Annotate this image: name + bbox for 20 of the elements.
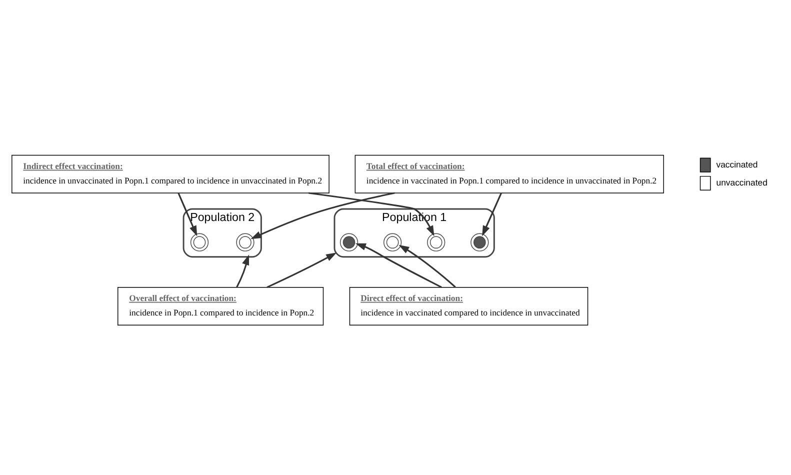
node-box: Total effect of vaccination: incidence in vaccinated in Popn.1 compared to incidence in unvaccinated in Popn.2 bbox=[354, 154, 664, 193]
legend-label: unvaccinated bbox=[716, 176, 767, 187]
arrow bbox=[250, 192, 394, 239]
node-box: Overall effect of vaccination: incidence in Popn.1 compared to incidence in Popn.2 bbox=[117, 286, 324, 325]
arrow bbox=[308, 192, 434, 236]
arrow bbox=[354, 242, 442, 288]
legend-label: vaccinated bbox=[716, 158, 758, 169]
node-circle bbox=[339, 232, 358, 251]
arrow bbox=[398, 244, 456, 288]
node-circle bbox=[190, 232, 208, 251]
arrow bbox=[266, 252, 336, 288]
node-box: Direct effect of vaccination: incidence in vaccinated compared to incidence in unvaccinated bbox=[348, 286, 588, 325]
arrow bbox=[177, 192, 197, 236]
arrow bbox=[482, 192, 502, 236]
node-circle bbox=[236, 232, 254, 251]
node-circle bbox=[470, 232, 488, 251]
arrow bbox=[236, 254, 249, 288]
node-circle bbox=[382, 232, 402, 251]
node-box: Indirect effect vaccination: incidence in unvaccinated in Popn.1 compared to incidence in unvaccinated in Popn.2 bbox=[11, 154, 329, 193]
node-circle bbox=[426, 232, 445, 251]
